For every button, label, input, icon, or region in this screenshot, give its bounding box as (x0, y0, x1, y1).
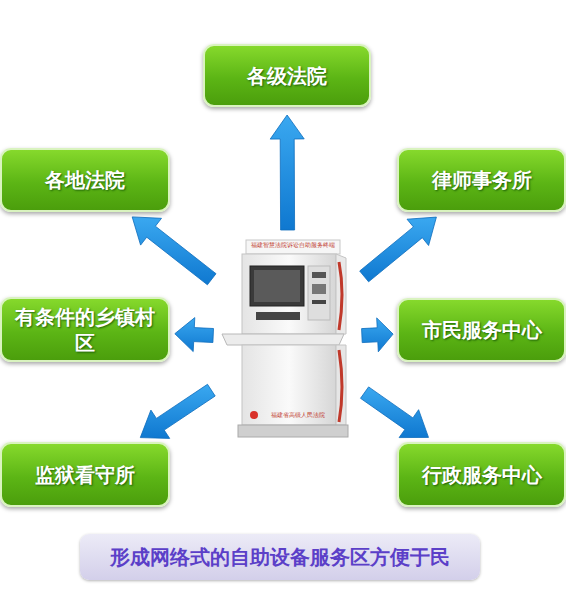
block-arrow (270, 115, 304, 230)
service-box: 监狱看守所 (0, 442, 170, 507)
kiosk-illustration (218, 238, 358, 440)
service-box: 行政服务中心 (397, 442, 566, 507)
box-label: 各级法院 (247, 63, 327, 89)
box-label: 律师事务所 (432, 167, 532, 193)
box-label: 各地法院 (45, 167, 125, 193)
service-box: 律师事务所 (397, 148, 566, 212)
device-label: 福建智慧法院诉讼自助服务终端 (246, 242, 340, 248)
kiosk-base (238, 425, 348, 437)
service-box: 各级法院 (203, 44, 371, 107)
block-arrow (132, 217, 216, 285)
box-label: 市民服务中心 (422, 317, 542, 343)
kiosk-lower-body (242, 345, 336, 425)
block-arrow (360, 217, 437, 282)
block-arrow (140, 384, 215, 438)
box-label: 监狱看守所 (35, 462, 135, 488)
kiosk-panel (308, 266, 330, 320)
kiosk-reader (312, 284, 326, 294)
kiosk-side-panel (336, 345, 346, 425)
box-label: 行政服务中心 (422, 462, 542, 488)
block-arrow (361, 387, 429, 438)
caption: 形成网络式的自助设备服务区方便于民 (110, 544, 450, 571)
kiosk-side-panel (336, 254, 346, 334)
kiosk-shelf (222, 334, 344, 345)
kiosk-red-stripe (339, 350, 342, 422)
kiosk-terminal: 福建智慧法院诉讼自助服务终端福建省高级人民法院 (218, 238, 358, 440)
caption-box: 形成网络式的自助设备服务区方便于民 (80, 534, 480, 580)
kiosk-screen-inner (254, 270, 300, 302)
device-label: 福建省高级人民法院 (260, 412, 336, 418)
kiosk-red-stripe (339, 262, 342, 330)
kiosk-upper-body (242, 254, 336, 334)
service-box: 各地法院 (0, 148, 170, 212)
kiosk-slot (312, 272, 326, 278)
box-label: 有条件的乡镇村区 (12, 304, 158, 356)
service-box: 市民服务中心 (397, 298, 566, 362)
kiosk-slot (312, 300, 326, 304)
court-emblem (250, 411, 258, 419)
kiosk-screen (250, 266, 304, 306)
block-arrow (175, 318, 214, 352)
service-box: 有条件的乡镇村区 (0, 297, 170, 362)
block-arrow (362, 318, 394, 352)
kiosk-printer-slot (256, 312, 300, 320)
kiosk-header (246, 240, 340, 254)
